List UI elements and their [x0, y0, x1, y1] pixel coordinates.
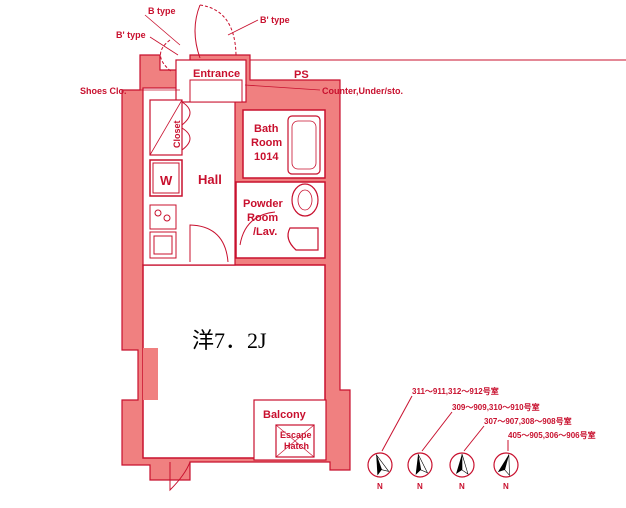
compass-label-3: 307～907,308～908号室 — [484, 416, 572, 426]
label-b-prime-left: B' type — [116, 30, 146, 40]
label-ps: PS — [294, 69, 309, 81]
entrance-floor — [189, 79, 243, 103]
compass-3: 307～907,308～908号室 N — [449, 416, 572, 491]
label-bath-1: Bath — [254, 123, 279, 135]
label-closet: Closet — [172, 120, 182, 148]
wall-notch — [143, 348, 158, 400]
washer — [149, 159, 183, 197]
compass-north-4: N — [503, 482, 509, 491]
label-counter: Counter,Under/sto. — [322, 86, 403, 96]
label-b-type: B type — [148, 6, 176, 16]
label-entrance: Entrance — [193, 68, 240, 80]
label-escape-1: Escape — [280, 430, 312, 440]
label-b-prime-top: B' type — [260, 15, 290, 25]
compass-north-1: N — [377, 482, 383, 491]
label-room: 洋7．2J — [192, 328, 267, 353]
label-escape-2: Hatch — [284, 441, 309, 451]
label-balcony: Balcony — [263, 409, 307, 421]
compass-north-2: N — [417, 482, 423, 491]
label-powder-1: Powder — [243, 198, 283, 210]
compass-label-4: 405～905,306～906号室 — [508, 430, 596, 440]
compass-north-3: N — [459, 482, 465, 491]
label-hall: Hall — [198, 172, 222, 187]
compass-group: 311～911,312～912号室N309～909,310～910号室N307～… — [367, 386, 596, 491]
label-powder-3: /Lav. — [253, 226, 277, 238]
compass-2: 309～909,310～910号室 N — [407, 402, 540, 491]
compass-4: 405～905,306～906号室 N — [493, 430, 596, 491]
label-powder-2: Room — [247, 212, 278, 224]
label-bath-2: Room — [251, 137, 282, 149]
label-shoes: Shoes Clo. — [80, 86, 127, 96]
kitchen-stove — [149, 204, 177, 230]
compass-label-2: 309～909,310～910号室 — [452, 402, 540, 412]
label-w: W — [160, 173, 173, 188]
compass-label-1: 311～911,312～912号室 — [412, 386, 499, 396]
powder-room — [235, 181, 326, 259]
compass-1: 311～911,312～912号室 N — [367, 386, 499, 491]
label-bath-3: 1014 — [254, 151, 279, 163]
